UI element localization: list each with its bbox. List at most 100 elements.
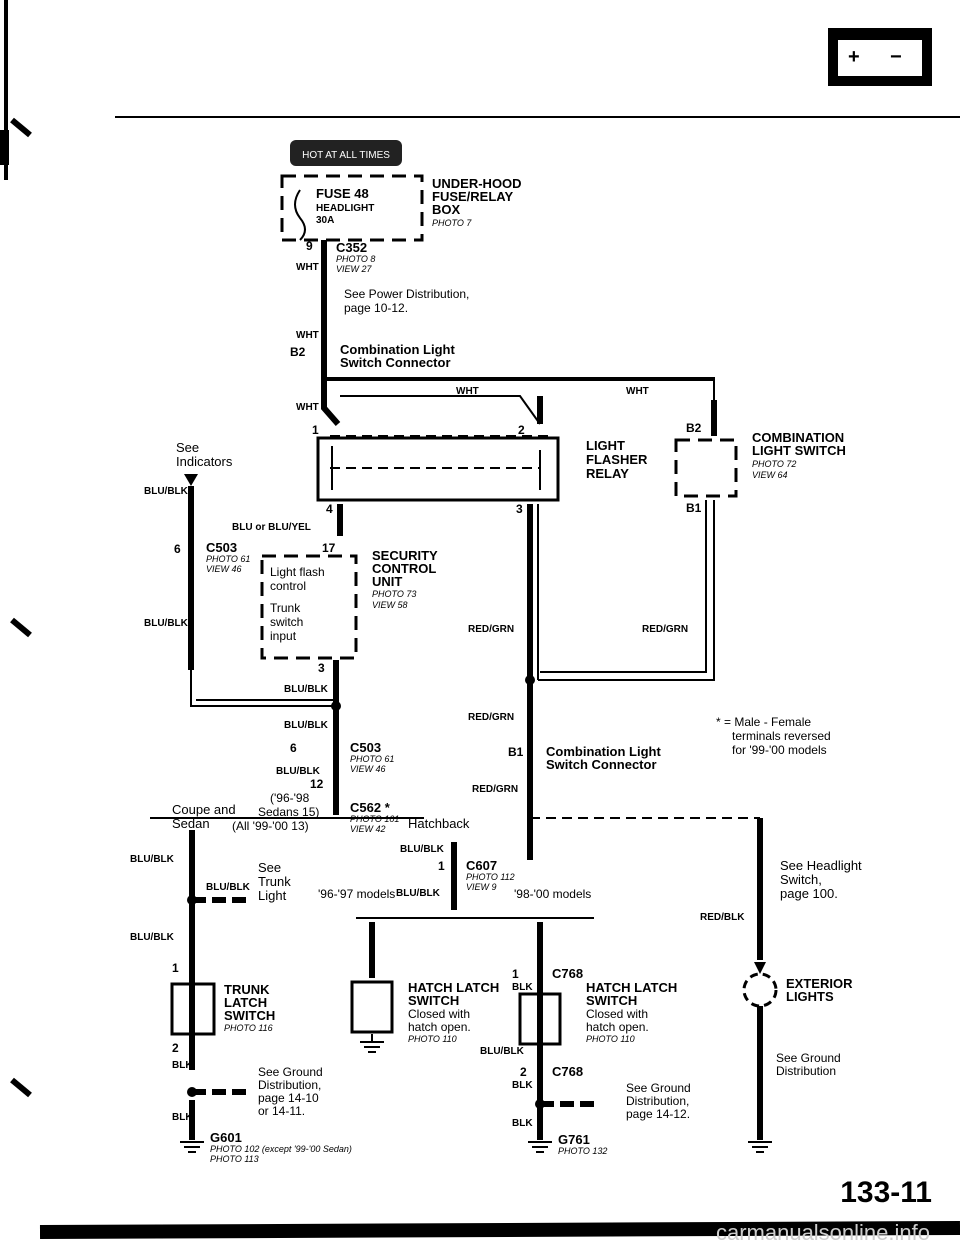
wire-color-redgrn-3: RED/GRN xyxy=(468,712,514,723)
ground1-line1: See Ground xyxy=(258,1065,323,1079)
wire-color-redgrn-2: RED/GRN xyxy=(642,624,688,635)
note-line3: for '99-'00 models xyxy=(732,743,827,757)
redgrn-wire-2b xyxy=(540,500,707,673)
comb-conn-b1-line2: Switch Connector xyxy=(546,757,657,772)
comb-conn-top-line2: Switch Connector xyxy=(340,355,451,370)
binding-mark xyxy=(10,1077,32,1098)
blublk-join-wire xyxy=(190,670,336,707)
see-indicators-line2: Indicators xyxy=(176,454,233,469)
comb-switch-view: VIEW 64 xyxy=(752,470,788,480)
c503a-pin: 6 xyxy=(174,542,181,556)
wire-color-blk-5: BLK xyxy=(512,1118,533,1129)
ground-symbol-g601 xyxy=(180,1141,204,1153)
g761-name: G761 xyxy=(558,1132,590,1147)
ground1-line3: page 14-10 xyxy=(258,1091,319,1105)
binding-mark xyxy=(10,117,32,138)
wire-color-blk-2: BLK xyxy=(172,1112,193,1123)
hatch-a-photo: PHOTO 110 xyxy=(408,1034,457,1044)
wire-color-redblk: RED/BLK xyxy=(700,912,745,923)
splice-dot-5 xyxy=(535,1099,545,1109)
watermark: carmanualsonline.info xyxy=(716,1220,930,1242)
c607-pin: 1 xyxy=(438,859,445,873)
hatch-a-line1: HATCH LATCH xyxy=(408,980,499,995)
c503b-pin: 6 xyxy=(290,741,297,755)
wire-color-blublk-6: BLU/BLK xyxy=(130,854,175,865)
wire-color-blublk-5: BLU/BLK xyxy=(276,766,321,777)
see-trunk-line2: Trunk xyxy=(258,874,291,889)
wire-color-redgrn-1: RED/GRN xyxy=(468,624,514,635)
note-line1: * = Male - Female xyxy=(716,715,811,729)
c503b-yrs: ('96-'98 xyxy=(270,791,310,805)
c503a-name: C503 xyxy=(206,540,237,555)
security-in2c: input xyxy=(270,629,297,643)
relay-pin3: 3 xyxy=(516,502,523,516)
coupe-line2: Sedan xyxy=(172,816,210,831)
c503a-photo: PHOTO 61 xyxy=(206,554,250,564)
page-number: 133-11 xyxy=(840,1176,932,1209)
fuse-label: FUSE 48 xyxy=(316,186,369,201)
battery-icon: + − xyxy=(828,28,932,86)
ground-symbol-exterior xyxy=(748,1141,772,1153)
wire-color-blk-3: BLK xyxy=(512,982,533,993)
wire-color-wht-4: WHT xyxy=(626,386,649,397)
c503a-view: VIEW 46 xyxy=(206,564,242,574)
c352-name: C352 xyxy=(336,240,367,255)
exterior-line2: LIGHTS xyxy=(786,989,834,1004)
fuse-amp-label: 30A xyxy=(316,215,334,226)
wire-color-wht-5: WHT xyxy=(296,402,319,413)
wire-color-blublk-8: BLU/BLK xyxy=(130,932,175,943)
ground2-line3: page 14-12. xyxy=(626,1107,690,1121)
comb-switch-pin-top: B2 xyxy=(686,421,702,435)
see-trunk-line1: See xyxy=(258,860,281,875)
c607-name: C607 xyxy=(466,858,497,873)
security-name2: CONTROL xyxy=(372,561,436,576)
svg-text:+: + xyxy=(848,46,860,68)
hot-badge-text: HOT AT ALL TIMES xyxy=(302,150,390,161)
wire-color-blublk-4: BLU/BLK xyxy=(284,720,329,731)
c562-hatch: Hatchback xyxy=(408,816,470,831)
hatch-a-line3: Closed with xyxy=(408,1007,470,1021)
ground-symbol-g761 xyxy=(528,1141,552,1153)
power-dist-line2: page 10-12. xyxy=(344,301,408,315)
wire-color-blublk-11: BLU/BLK xyxy=(480,1046,525,1057)
security-pin-bot: 3 xyxy=(318,661,325,675)
c607-view: VIEW 9 xyxy=(466,882,497,892)
security-name3: UNIT xyxy=(372,574,402,589)
security-name1: SECURITY xyxy=(372,548,438,563)
fuse-symbol xyxy=(294,189,306,241)
c562-view: VIEW 42 xyxy=(350,824,386,834)
c352-pin: 9 xyxy=(306,239,313,253)
comb-switch-photo: PHOTO 72 xyxy=(752,459,796,469)
comb-conn-top-line1: Combination Light xyxy=(340,342,455,357)
ground2-line2: Distribution, xyxy=(626,1094,689,1108)
trunk-line2: LATCH xyxy=(224,995,267,1010)
ground1-line4: or 14-11. xyxy=(258,1104,305,1118)
hatch-a-line4: hatch open. xyxy=(408,1020,471,1034)
wire-color-blublk-10: BLU/BLK xyxy=(396,888,441,899)
hatch-b-line2: SWITCH xyxy=(586,993,637,1008)
c768a-name: C768 xyxy=(552,966,583,981)
comb-switch-line2: LIGHT SWITCH xyxy=(752,443,846,458)
fuse-box-outline xyxy=(280,174,424,242)
exterior-line1: EXTERIOR xyxy=(786,976,853,991)
comb-switch-line1: COMBINATION xyxy=(752,430,844,445)
comb-conn-b1-line1: Combination Light xyxy=(546,744,661,759)
relay-box xyxy=(316,436,560,502)
relay-pin1: 1 xyxy=(312,423,319,437)
fuse-sub-label: HEADLIGHT xyxy=(316,203,374,214)
fuse-box-name1: UNDER-HOOD xyxy=(432,176,522,191)
hatch-b-photo: PHOTO 110 xyxy=(586,1034,635,1044)
relay-line1: LIGHT xyxy=(586,438,625,453)
security-photo: PHOTO 73 xyxy=(372,589,416,599)
relay-diag-wire xyxy=(340,395,541,425)
c607-m9800: '98-'00 models xyxy=(514,887,591,901)
exterior-arrow-icon xyxy=(754,962,766,974)
ground3-line2: Distribution xyxy=(776,1064,836,1078)
exterior-lights-icon xyxy=(742,972,778,1008)
wire-color-wht-2: WHT xyxy=(296,330,319,341)
trunk-pin2: 2 xyxy=(172,1041,179,1055)
wht-horizontal-wire xyxy=(324,377,715,400)
wire-color-wht-3: WHT xyxy=(456,386,479,397)
fuse-box-photo: PHOTO 7 xyxy=(432,218,472,228)
fuse-box-name3: BOX xyxy=(432,202,461,217)
